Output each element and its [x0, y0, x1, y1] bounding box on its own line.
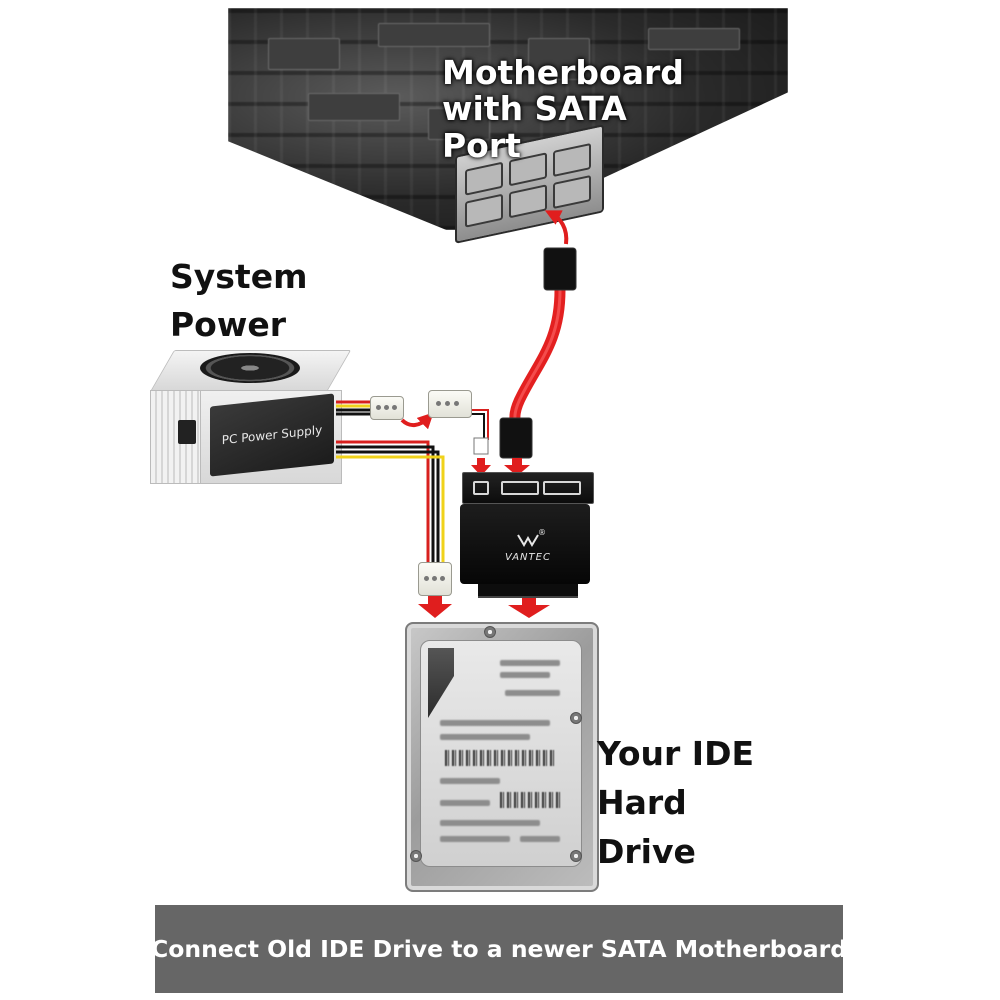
- psu-wire-bundle-top: [336, 400, 372, 416]
- molex-connector-psu: [370, 396, 404, 420]
- screw-icon: [570, 712, 582, 724]
- adapter-ide-connector: [478, 584, 578, 598]
- caption-text: Connect Old IDE Drive to a newer SATA Mo…: [150, 935, 848, 963]
- arrow-down-icon: [471, 458, 491, 476]
- screw-icon: [570, 850, 582, 862]
- hard-drive-label: Your IDE Hard Drive: [597, 734, 755, 871]
- sata-data-cable: [509, 284, 566, 431]
- sata-cable-plug-bottom: [499, 417, 533, 459]
- caption-bar: Connect Old IDE Drive to a newer SATA Mo…: [151, 905, 847, 993]
- adapter-ground-wire: [470, 413, 485, 440]
- vantec-logo-icon: [517, 534, 539, 547]
- curved-arrow-right-icon: [400, 412, 434, 430]
- arrow-down-icon: [508, 598, 550, 618]
- adapter-brand-label: VANTEC: [505, 552, 551, 563]
- screw-icon: [410, 850, 422, 862]
- arrow-down-icon: [504, 458, 530, 476]
- barcode: [445, 750, 555, 766]
- motherboard-label: Motherboard with SATA Port: [442, 53, 684, 165]
- psu-wire-bundle-bottom: [336, 440, 445, 565]
- adapter-power-wire: [470, 409, 489, 440]
- barcode: [500, 792, 560, 808]
- molex-connector-hdd: [418, 562, 452, 596]
- registered-mark: ®: [538, 528, 546, 537]
- adapter-sata-ports: [462, 472, 594, 504]
- sata-cable-plug-top: [543, 247, 577, 291]
- sata-power-plug: [473, 437, 489, 455]
- curved-arrow-up-icon: [544, 210, 569, 245]
- screw-icon: [484, 626, 496, 638]
- power-supply-image: PC Power Supply: [149, 350, 352, 485]
- fan-icon: [200, 353, 300, 383]
- molex-connector-adapter: [428, 390, 472, 418]
- arrow-down-icon: [418, 596, 452, 618]
- power-socket-icon: [178, 420, 196, 444]
